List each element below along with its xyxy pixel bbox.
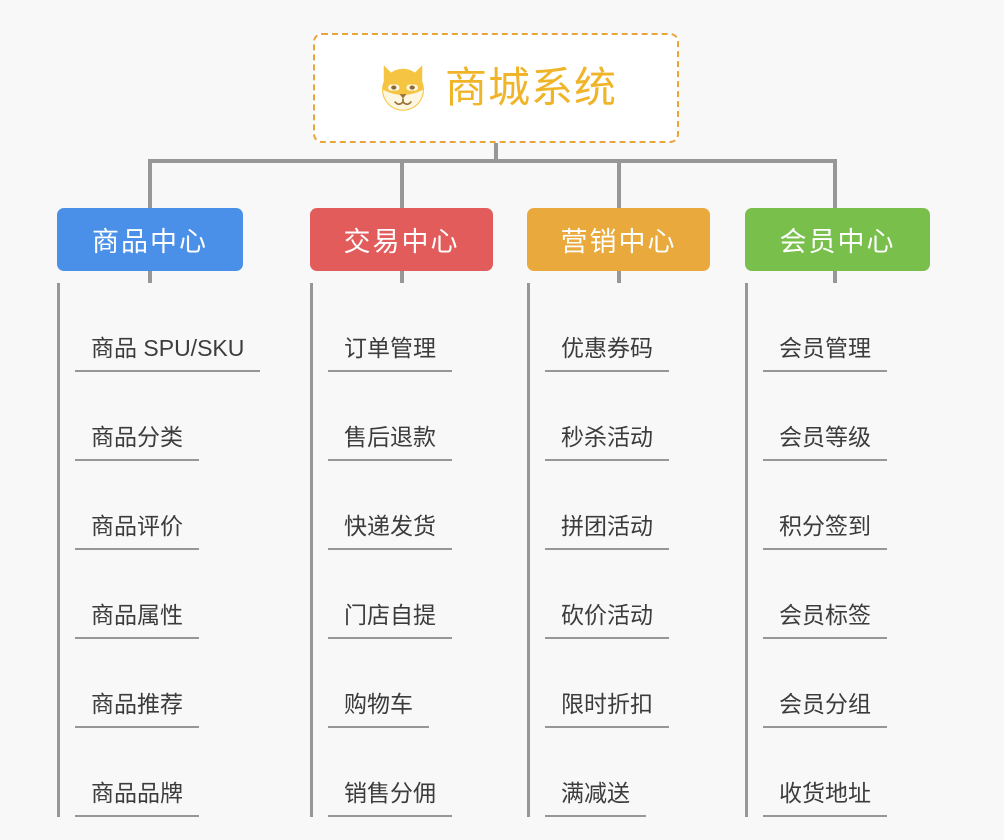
leaf-label: 快递发货 — [328, 513, 452, 550]
leaf-item[interactable]: 会员管理 — [763, 283, 930, 372]
category-title: 营销中心 — [560, 227, 677, 257]
shiba-dog-face-icon — [381, 65, 424, 113]
leaf-label: 购物车 — [328, 691, 429, 728]
leaf-item[interactable]: 会员等级 — [763, 372, 930, 461]
leaf-item[interactable]: 限时折扣 — [545, 639, 710, 728]
connector-root-stem — [494, 143, 498, 162]
connector-tail-3 — [617, 271, 621, 283]
category-title: 会员中心 — [779, 227, 896, 257]
branch-column-marketing: 营销中心 优惠券码 秒杀活动 拼团活动 砍价活动 限时折扣 满减送 — [527, 208, 710, 817]
leaf-label: 售后退款 — [328, 424, 452, 461]
leaf-item[interactable]: 商品 SPU/SKU — [75, 283, 261, 372]
leaf-item[interactable]: 商品分类 — [75, 372, 260, 461]
category-header-product[interactable]: 商品中心 — [57, 208, 243, 271]
category-title: 交易中心 — [343, 227, 460, 257]
leaf-label: 砍价活动 — [545, 602, 669, 639]
leaf-label: 会员管理 — [763, 335, 887, 372]
connector-tail-2 — [400, 271, 404, 283]
leaf-item[interactable]: 商品评价 — [75, 461, 260, 550]
leaf-label: 会员分组 — [763, 691, 887, 728]
category-header-member[interactable]: 会员中心 — [745, 208, 930, 271]
leaf-label: 商品推荐 — [75, 691, 199, 728]
connector-horizontal-bus — [149, 159, 835, 163]
leaf-item[interactable]: 购物车 — [328, 639, 493, 728]
leaf-label: 秒杀活动 — [545, 424, 669, 461]
leaf-item[interactable]: 商品推荐 — [75, 639, 260, 728]
leaf-item[interactable]: 销售分佣 — [328, 728, 493, 817]
connector-drop-1 — [148, 159, 152, 209]
category-title: 商品中心 — [92, 227, 208, 257]
leaf-list-product: 商品 SPU/SKU 商品分类 商品评价 商品属性 商品推荐 商品品牌 — [57, 283, 261, 817]
connector-tail-4 — [833, 271, 837, 283]
root-node[interactable]: 商城系统 — [313, 33, 679, 143]
leaf-label: 商品评价 — [75, 513, 199, 550]
connector-drop-3 — [617, 159, 621, 209]
connector-tail-1 — [148, 271, 152, 283]
leaf-label: 订单管理 — [328, 335, 452, 372]
connector-drop-2 — [400, 159, 404, 209]
leaf-item[interactable]: 积分签到 — [763, 461, 930, 550]
leaf-label: 商品 SPU/SKU — [75, 335, 261, 372]
category-header-marketing[interactable]: 营销中心 — [527, 208, 710, 271]
leaf-label: 优惠券码 — [545, 335, 669, 372]
leaf-item[interactable]: 商品属性 — [75, 550, 260, 639]
leaf-item[interactable]: 收货地址 — [763, 728, 930, 817]
leaf-list-marketing: 优惠券码 秒杀活动 拼团活动 砍价活动 限时折扣 满减送 — [527, 283, 710, 817]
category-header-trade[interactable]: 交易中心 — [310, 208, 493, 271]
root-title: 商城系统 — [444, 64, 617, 111]
leaf-label: 销售分佣 — [328, 780, 452, 817]
leaf-label: 商品属性 — [75, 602, 199, 639]
leaf-list-trade: 订单管理 售后退款 快递发货 门店自提 购物车 销售分佣 — [310, 283, 493, 817]
leaf-item[interactable]: 满减送 — [545, 728, 710, 817]
leaf-label: 会员标签 — [763, 602, 887, 639]
leaf-item[interactable]: 砍价活动 — [545, 550, 710, 639]
leaf-item[interactable]: 会员标签 — [763, 550, 930, 639]
connector-drop-4 — [833, 159, 837, 209]
leaf-label: 满减送 — [545, 780, 646, 817]
leaf-item[interactable]: 拼团活动 — [545, 461, 710, 550]
leaf-label: 门店自提 — [328, 602, 452, 639]
leaf-label: 收货地址 — [763, 780, 887, 817]
leaf-item[interactable]: 门店自提 — [328, 550, 493, 639]
branch-column-trade: 交易中心 订单管理 售后退款 快递发货 门店自提 购物车 销售分佣 — [310, 208, 493, 817]
leaf-label: 商品分类 — [75, 424, 199, 461]
leaf-item[interactable]: 快递发货 — [328, 461, 493, 550]
leaf-item[interactable]: 售后退款 — [328, 372, 493, 461]
leaf-list-member: 会员管理 会员等级 积分签到 会员标签 会员分组 收货地址 — [745, 283, 930, 817]
leaf-item[interactable]: 商品品牌 — [75, 728, 260, 817]
leaf-label: 会员等级 — [763, 424, 887, 461]
branch-column-member: 会员中心 会员管理 会员等级 积分签到 会员标签 会员分组 收货地址 — [745, 208, 930, 817]
leaf-label: 拼团活动 — [545, 513, 669, 550]
leaf-item[interactable]: 订单管理 — [328, 283, 493, 372]
leaf-item[interactable]: 会员分组 — [763, 639, 930, 728]
leaf-item[interactable]: 秒杀活动 — [545, 372, 710, 461]
leaf-label: 限时折扣 — [545, 691, 669, 728]
leaf-label: 商品品牌 — [75, 780, 199, 817]
leaf-item[interactable]: 优惠券码 — [545, 283, 710, 372]
branch-column-product: 商品中心 商品 SPU/SKU 商品分类 商品评价 商品属性 商品推荐 商品品牌 — [57, 208, 261, 817]
leaf-label: 积分签到 — [763, 513, 887, 550]
